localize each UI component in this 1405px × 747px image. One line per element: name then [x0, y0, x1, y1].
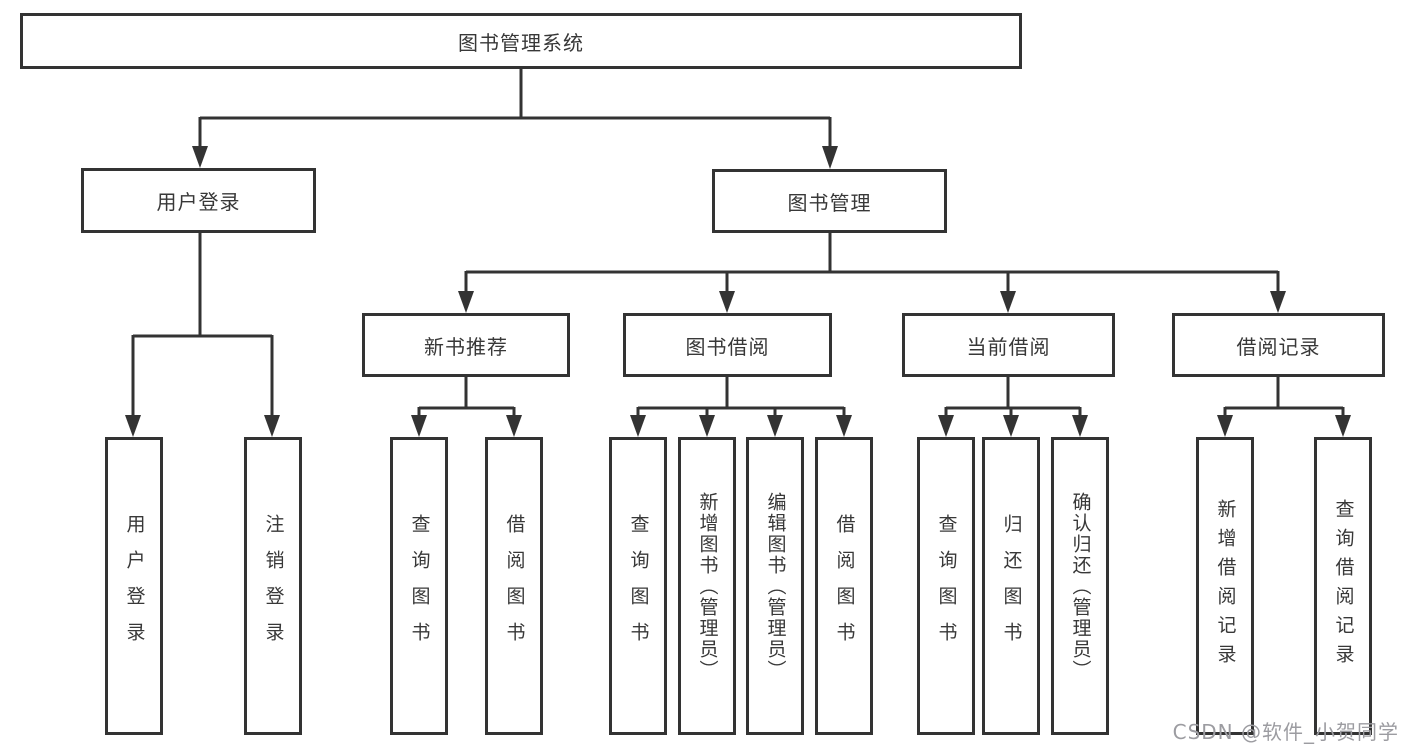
leaf-borrow-book-recommend-label: 借阅图书	[503, 514, 526, 658]
node-user-login-label: 用户登录	[156, 190, 241, 214]
leaf-add-book-admin-label: 新增图书（管理员）	[696, 491, 719, 681]
node-current-borrow-label: 当前借阅	[966, 334, 1051, 359]
leaf-borrow-book-label: 借阅图书	[833, 514, 856, 658]
node-root-system: 图书管理系统	[20, 13, 1022, 69]
leaf-query-book-current-label: 查询图书	[935, 514, 958, 658]
node-new-book-recommend-label: 新书推荐	[424, 334, 508, 359]
node-book-borrow-label: 图书借阅	[685, 334, 770, 359]
leaf-query-book-borrow-label: 查询图书	[627, 514, 650, 658]
leaf-edit-book-admin: 编辑图书（管理员）	[746, 437, 804, 735]
leaf-edit-book-admin-label: 编辑图书（管理员）	[764, 491, 787, 681]
node-book-borrow: 图书借阅	[623, 313, 832, 377]
leaf-confirm-return-admin: 确认归还（管理员）	[1051, 437, 1109, 735]
node-borrow-record-label: 借阅记录	[1236, 334, 1321, 359]
leaf-logout: 注销登录	[244, 437, 302, 735]
leaf-borrow-book: 借阅图书	[815, 437, 873, 735]
leaf-return-book: 归还图书	[982, 437, 1040, 735]
leaf-user-login: 用户登录	[105, 437, 163, 735]
csdn-watermark: CSDN @软件_小贺同学	[1172, 720, 1399, 744]
leaf-query-borrow-record: 查询借阅记录	[1314, 437, 1372, 735]
leaf-query-book-recommend: 查询图书	[390, 437, 448, 735]
leaf-query-book-recommend-label: 查询图书	[408, 514, 431, 658]
leaf-add-borrow-record-label: 新增借阅记录	[1214, 499, 1237, 673]
leaf-add-book-admin: 新增图书（管理员）	[678, 437, 736, 735]
leaf-logout-label: 注销登录	[262, 514, 285, 658]
node-current-borrow: 当前借阅	[902, 313, 1115, 377]
node-root-label: 图书管理系统	[458, 30, 584, 55]
leaf-confirm-return-admin-label: 确认归还（管理员）	[1069, 491, 1092, 681]
node-borrow-record: 借阅记录	[1172, 313, 1385, 377]
leaf-query-book-current: 查询图书	[917, 437, 975, 735]
leaf-borrow-book-recommend: 借阅图书	[485, 437, 543, 735]
leaf-user-login-label: 用户登录	[123, 514, 146, 658]
node-new-book-recommend: 新书推荐	[362, 313, 570, 377]
node-book-management: 图书管理	[712, 169, 947, 233]
leaf-return-book-label: 归还图书	[1000, 514, 1023, 658]
leaf-query-borrow-record-label: 查询借阅记录	[1332, 499, 1355, 673]
leaf-add-borrow-record: 新增借阅记录	[1196, 437, 1254, 735]
arrowhead-icons	[125, 146, 1351, 437]
node-user-login: 用户登录	[81, 168, 316, 233]
leaf-query-book-borrow: 查询图书	[609, 437, 667, 735]
node-book-management-label: 图书管理	[787, 190, 872, 215]
